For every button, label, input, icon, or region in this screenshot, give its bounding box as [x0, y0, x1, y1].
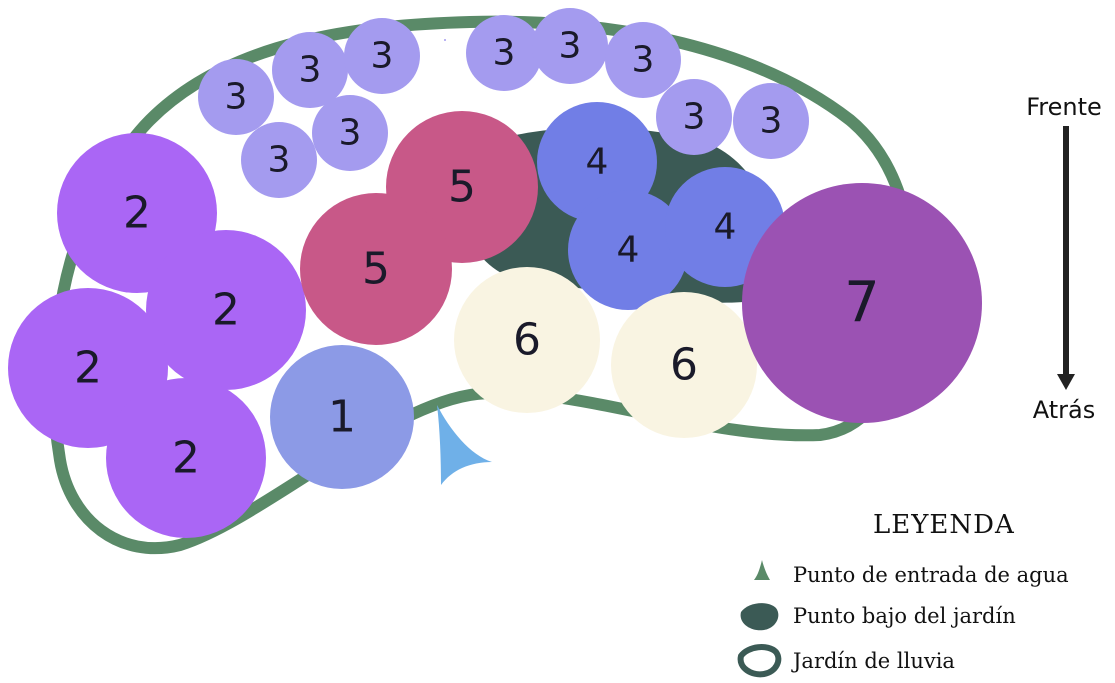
plant-zone-2-label: 2 [172, 433, 200, 484]
legend: LEYENDA Punto de entrada de agua Punto b… [737, 510, 1069, 678]
plant-zone-6-circle [611, 292, 757, 438]
plant-zone-2-circle [106, 378, 266, 538]
legend-item-water-entry: Punto de entrada de agua [793, 563, 1069, 587]
plant-zone-3-label: 3 [339, 113, 362, 154]
plant-zone-4-label: 4 [586, 142, 609, 183]
plant-zone-3-circle [444, 39, 446, 41]
plant-zone-3-label: 3 [760, 101, 783, 142]
plant-zone-3-circle [272, 32, 348, 108]
plant-zone-2-circle [146, 230, 306, 390]
legend-title: LEYENDA [873, 510, 1015, 540]
front-label: Frente [1026, 93, 1102, 121]
plant-zone-4-circle [568, 190, 688, 310]
legend-item-low-point: Punto bajo del jardín [793, 604, 1016, 628]
plant-zone-6-label: 6 [513, 315, 541, 366]
plant-zone-3-label: 3 [268, 140, 291, 181]
plant-zone-3-label: 3 [559, 26, 582, 67]
plant-zone-2-label: 2 [123, 188, 151, 239]
plant-zone-6-label: 6 [670, 340, 698, 391]
plant-zone-7-circle [742, 183, 982, 423]
plant-zone-3-circle [241, 122, 317, 198]
plant-zone-3-label: 3 [225, 77, 248, 118]
plant-zone-3-circle [312, 95, 388, 171]
plant-zone-2-label: 2 [74, 343, 102, 394]
plant-zone-5-label: 5 [362, 244, 390, 295]
plant-zone-3-label: 3 [683, 97, 706, 138]
plant-zone-3-circle [656, 79, 732, 155]
plant-zone-3-circle [605, 22, 681, 98]
plant-zone-3-label: 3 [371, 36, 394, 77]
plant-zone-3-circle [733, 83, 809, 159]
plant-zone-3-label: 3 [493, 33, 516, 74]
plant-zone-4-label: 4 [714, 207, 737, 248]
plant-zone-4-label: 4 [617, 230, 640, 271]
plant-zone-3-circle [466, 15, 542, 91]
legend-item-rain-garden: Jardín de lluvia [791, 649, 955, 673]
water-entry-icon [754, 560, 770, 580]
plant-zone-1-label: 1 [328, 392, 356, 443]
orientation-arrow-head-icon [1057, 374, 1075, 390]
plant-zone-3-circle [532, 8, 608, 84]
water-entry-marker [437, 405, 492, 485]
back-label: Atrás [1033, 396, 1095, 424]
plant-zone-3-circle [344, 18, 420, 94]
plant-zone-5-label: 5 [448, 162, 476, 213]
plant-zone-1-circle [270, 345, 414, 489]
plant-zone-3-circle [198, 59, 274, 135]
plant-zone-3-label: 3 [299, 50, 322, 91]
low-point-icon [740, 603, 779, 631]
plant-zone-7-label: 7 [844, 271, 880, 336]
plant-zone-5-circle [300, 193, 452, 345]
plant-zone-2-label: 2 [212, 285, 240, 336]
rain-garden-outline-icon [737, 644, 782, 678]
plant-zone-3-label: 3 [632, 40, 655, 81]
plant-zone-6-circle [454, 267, 600, 413]
